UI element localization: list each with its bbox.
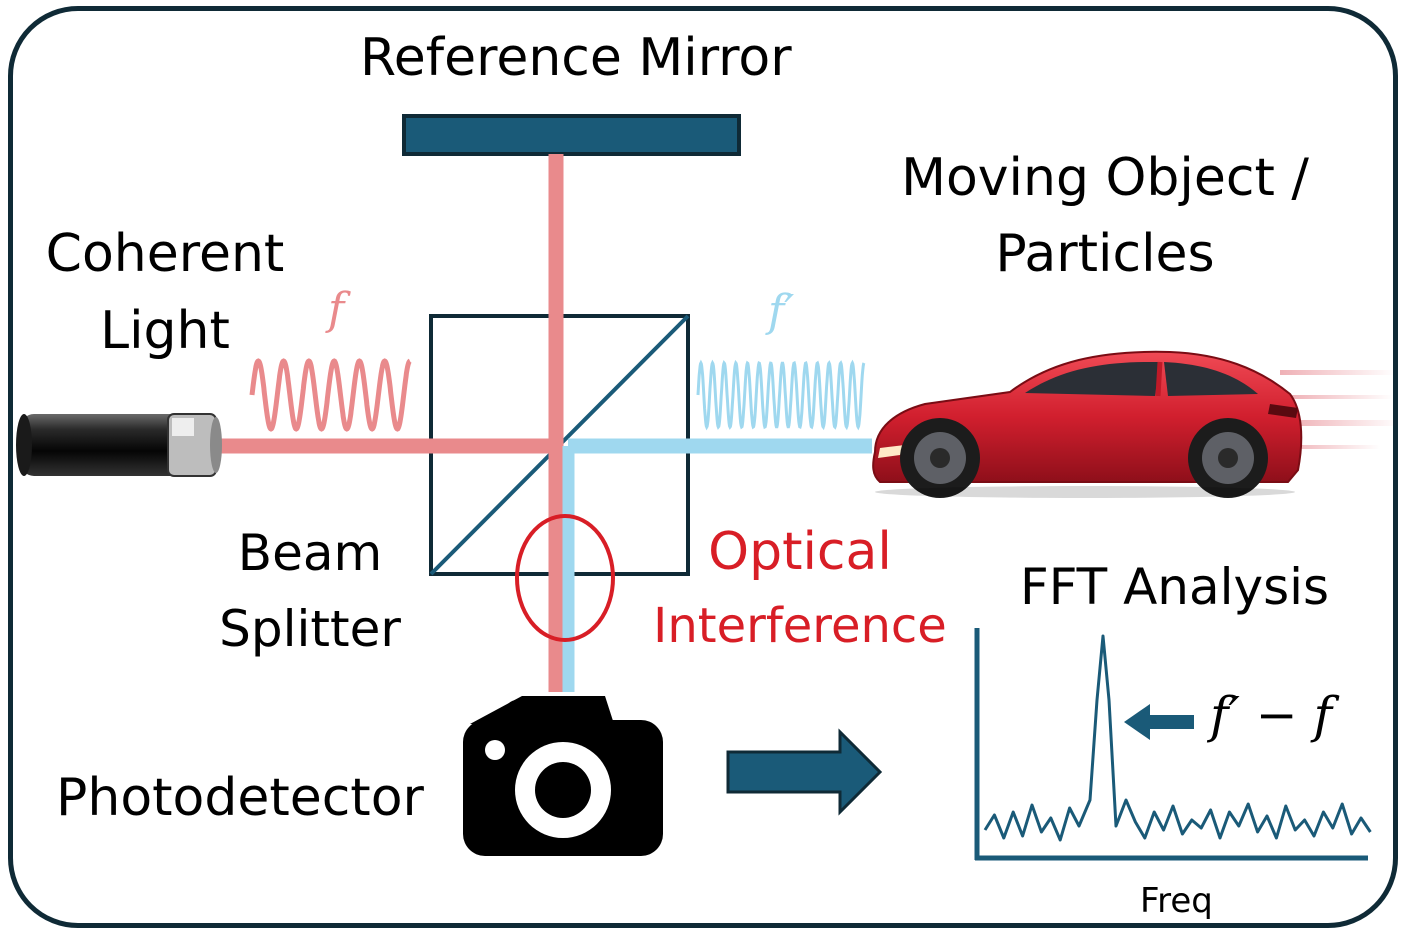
fft-analysis-title: FFT Analysis [1020,558,1330,616]
moving-object-label-line2: Particles [995,224,1215,284]
photodetector-label: Photodetector [56,768,424,828]
red-car-icon [872,350,1400,498]
optical-interference-label-line2: Interference [653,598,947,654]
coherent-light-label-line1: Coherent [45,224,285,284]
reference-mirror [402,114,741,156]
peak-pointer-arrow-icon [1124,704,1194,740]
right-arrow-icon [726,728,883,816]
frequency-f-prime-label: f′ [768,286,795,337]
moving-object-label-line1: Moving Object / [901,148,1309,208]
frequency-difference-label: f′ − f [1210,686,1333,744]
beam-splitter-label-line1: Beam [237,524,383,582]
frequency-f-wave [249,358,412,432]
freq-axis-label: Freq [1140,881,1213,921]
coherent-light-label-line2: Light [100,301,230,361]
fft-spectrum-line [983,634,1372,842]
optical-interference-label-line1: Optical [708,522,892,582]
frequency-f-prime-wave [696,359,866,431]
laser-emitter-icon [16,413,222,477]
frequency-f-label: f [328,284,345,335]
camera-icon [463,696,663,856]
reference-mirror-label: Reference Mirror [360,28,792,88]
beam-splitter-label-line2: Splitter [219,600,401,658]
interference-highlight-ellipse [515,514,615,642]
